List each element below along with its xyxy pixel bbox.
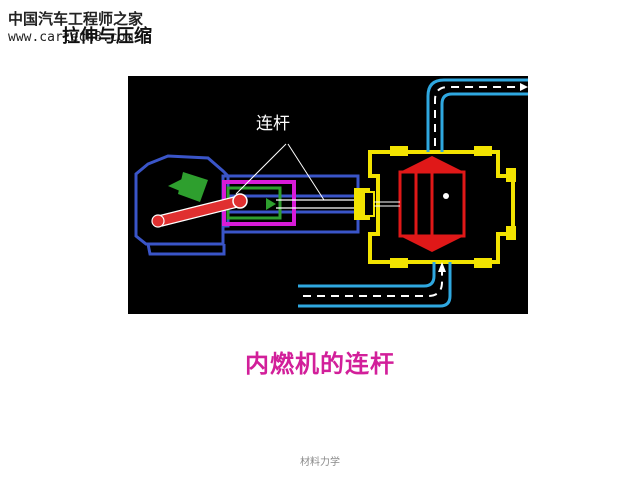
- flywheel-2: [168, 176, 192, 196]
- flow-arrowheads: [438, 83, 528, 272]
- rod-label-pointer: [235, 143, 325, 201]
- pump-core: [398, 156, 466, 252]
- discharge-pipe: [426, 78, 528, 152]
- connecting-rod-label: 连杆: [256, 114, 290, 134]
- figure-caption: 内燃机的连杆: [245, 350, 395, 378]
- engine-pump-illustration: [134, 78, 528, 308]
- crank-assembly: [151, 193, 248, 228]
- connecting-rod-diagram: 连杆: [128, 76, 528, 314]
- connecting-rod: [276, 199, 360, 209]
- flow-arrows: [303, 86, 526, 297]
- crankcase: [134, 154, 360, 256]
- watermark-site-name: 中国汽车工程师之家: [8, 10, 144, 28]
- watermark-url: www.cartech8.com: [8, 30, 134, 45]
- suction-pipe: [298, 262, 452, 308]
- pump-valves: [390, 146, 516, 268]
- slide-title: 拉伸与压缩: [62, 26, 152, 47]
- footer-text: 材料力学: [300, 457, 340, 468]
- pump-body: [368, 150, 515, 264]
